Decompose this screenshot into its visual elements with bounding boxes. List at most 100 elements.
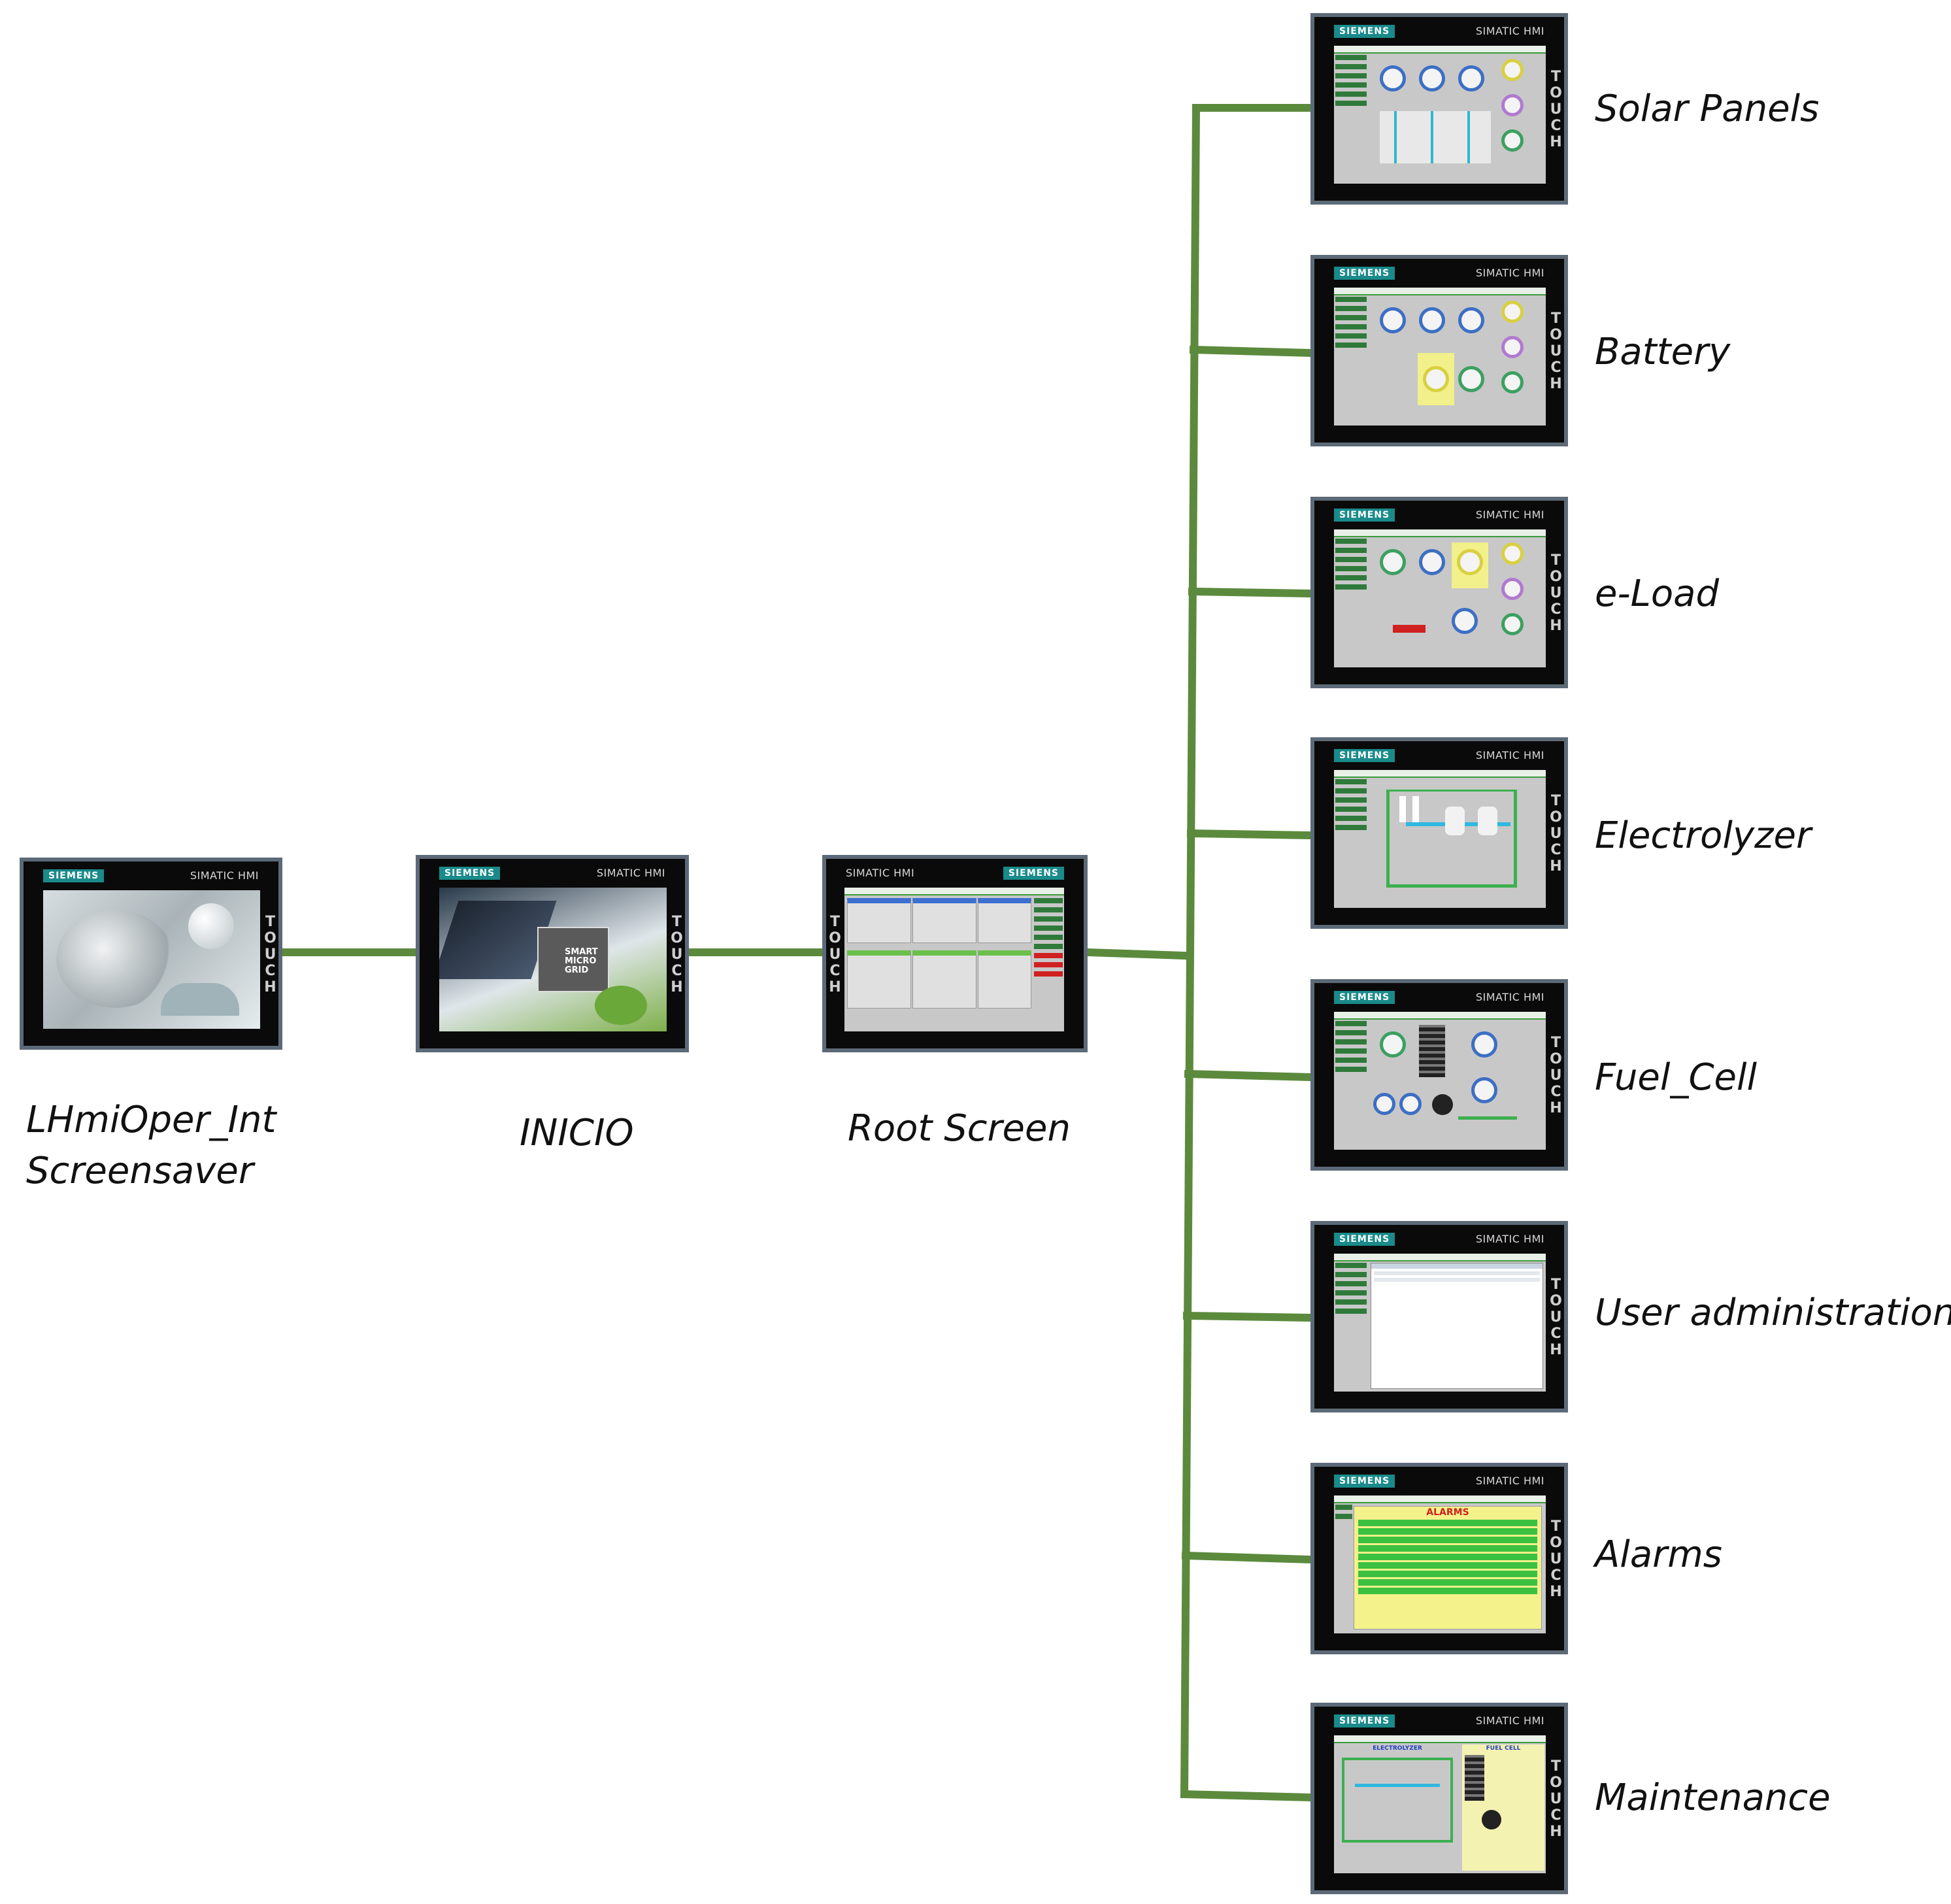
maintenance-thumbnail: ELECTROLYZER FUEL CELL [1334,1735,1546,1873]
root-thumbnail [844,888,1064,1031]
model-label: SIMATIC HMI [1475,749,1544,761]
alarms-rows-ok [1358,1520,1537,1595]
screensaver-device[interactable]: SIEMENS SIMATIC HMI TOUCH [20,858,282,1050]
user-table [1371,1263,1543,1389]
label-battery: Battery [1595,331,1731,373]
label-eload: e-Load [1595,573,1719,615]
gauge [1501,578,1524,600]
electrolyzer-device[interactable]: SIEMENS SIMATIC HMI TOUCH [1310,737,1568,929]
touch-label: TOUCH [1548,310,1563,392]
electrolyzer-section: ELECTROLYZER [1335,1745,1459,1871]
pipe [1458,1116,1517,1120]
panel-h2 [847,950,911,1009]
gauge [1501,94,1524,116]
h2-graphic [161,983,239,1016]
title-bar [844,888,1064,895]
title-bar [1334,1495,1546,1503]
brand-badge: SIEMENS [1334,1475,1395,1488]
panel-battery [912,898,976,943]
title-bar [1334,1735,1546,1743]
label-screensaver-line2: Screensaver [26,1150,254,1192]
pipe-loop [1342,1758,1453,1843]
user-admin-thumbnail [1334,1254,1546,1392]
panel-fuelcell [912,950,976,1009]
panel-electrolyzer [978,950,1031,1009]
h2-grass-graphic [595,986,647,1025]
root-device[interactable]: SIEMENS SIMATIC HMI TOUCH [822,855,1088,1052]
touch-label: TOUCH [827,913,842,995]
side-menu [1335,779,1367,905]
branch-eload [1188,587,1315,598]
brand-badge: SIEMENS [1334,749,1395,762]
eload-device[interactable]: SIEMENS SIMATIC HMI TOUCH [1310,497,1568,688]
touch-label: TOUCH [1548,1758,1563,1840]
fuelcell-device[interactable]: SIEMENS SIMATIC HMI TOUCH [1310,979,1568,1171]
electrolyzer-thumbnail [1334,770,1546,908]
water-pipe [1355,1784,1440,1787]
label-screensaver-line1: LHmiOper_Int [26,1099,276,1141]
brand-badge: SIEMENS [1334,25,1395,38]
gauge [1373,1093,1395,1115]
model-label: SIMATIC HMI [190,869,259,882]
molecule-graphic [188,903,234,949]
gauge [1380,549,1406,575]
cylinder [1399,796,1406,822]
gauge [1501,59,1524,81]
touch-label: TOUCH [1548,793,1563,875]
branch-fuelcell [1184,1069,1315,1082]
brand-badge: SIEMENS [1334,1233,1395,1246]
red-indicator [1393,625,1426,633]
touch-label: TOUCH [1548,69,1563,150]
gauge [1419,307,1445,333]
pump-icon [1432,1094,1453,1115]
globe-graphic [56,910,174,1008]
table-header [1371,1263,1542,1269]
label-electrolyzer: Electrolyzer [1595,814,1811,857]
table-row [1374,1271,1540,1275]
solar-panels-device[interactable]: SIEMENS SIMATIC HMI TOUCH [1310,13,1568,205]
side-menu [1335,539,1367,665]
battery-thumbnail [1334,288,1546,426]
inicio-device[interactable]: SIEMENS SIMATIC HMI TOUCH SMART MICRO GR… [416,855,689,1052]
touch-label: TOUCH [1548,1277,1563,1358]
alarms-title: ALARMS [1426,1507,1469,1518]
battery-device[interactable]: SIEMENS SIMATIC HMI TOUCH [1310,255,1568,446]
cylinder [1412,796,1419,822]
gauge [1380,65,1406,92]
gauge [1471,1031,1497,1058]
label-user-admin: User administration [1595,1292,1951,1334]
model-label: SIMATIC HMI [1475,509,1544,521]
label-alarms: Alarms [1595,1533,1722,1576]
gauge [1458,366,1484,392]
model-label: SIMATIC HMI [1475,1233,1544,1245]
gauge [1501,301,1524,323]
model-label: SIMATIC HMI [1475,267,1544,279]
label-root: Root Screen [848,1107,1071,1150]
gauge [1501,543,1524,565]
maintenance-device[interactable]: SIEMENS SIMATIC HMI TOUCH ELECTROLYZER F… [1310,1703,1568,1894]
brand-badge: SIEMENS [43,869,105,882]
inicio-thumbnail: SMART MICRO GRID [439,888,667,1031]
side-menu [1335,55,1367,181]
user-admin-device[interactable]: SIEMENS SIMATIC HMI TOUCH [1310,1221,1568,1412]
gauge [1423,366,1449,392]
brand-badge: SIEMENS [1334,509,1395,522]
side-menu [1335,1505,1352,1631]
maintenance-right-title: FUEL CELL [1486,1745,1521,1752]
alarms-thumbnail: ALARMS [1334,1495,1546,1633]
eload-thumbnail [1334,529,1546,667]
gauge [1380,307,1406,333]
bar-indicators [1380,111,1491,163]
fan-stack [1419,1025,1445,1077]
alarms-panel: ALARMS [1354,1506,1542,1629]
brand-badge: SIEMENS [1334,267,1395,280]
gauge [1452,608,1478,634]
touch-label: TOUCH [669,913,684,995]
gauge [1399,1093,1422,1115]
menu-column [1034,898,1063,1029]
alarms-device[interactable]: SIEMENS SIMATIC HMI TOUCH ALARMS [1310,1463,1568,1654]
gauge [1501,129,1524,152]
gauge [1458,307,1484,333]
branch-battery [1189,345,1315,358]
